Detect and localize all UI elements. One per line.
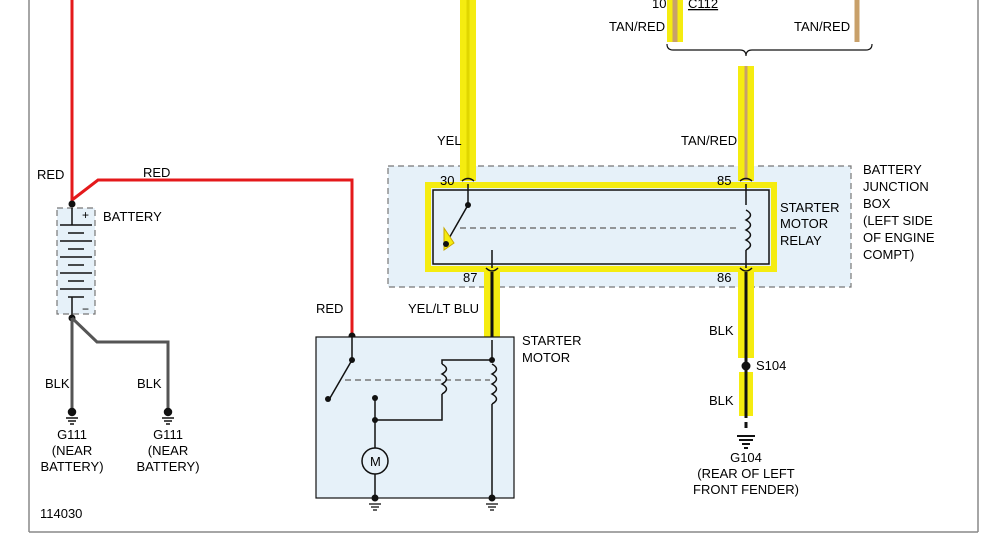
ground-g111-left-label-3: BATTERY) — [40, 459, 103, 474]
relay-pin-30: 30 — [440, 173, 454, 188]
relay-pin-86: 86 — [717, 270, 731, 285]
starter-grounds — [369, 503, 498, 511]
battery-label: BATTERY — [103, 209, 162, 224]
junction-box-label-line-6: COMPT) — [863, 247, 914, 262]
wire-label-tan-red-left: TAN/RED — [609, 19, 665, 34]
ground-g111-left-label-2: (NEAR — [52, 443, 92, 458]
motor-symbol-label: M — [370, 454, 381, 469]
battery-symbol: + − — [56, 207, 96, 318]
diagram-id: 114030 — [40, 506, 82, 521]
ground-g111-left-symbol — [66, 407, 78, 425]
wire-label-yel: YEL — [437, 133, 462, 148]
top-connector: 10 C112 TAN/RED TAN/RED — [609, 0, 873, 57]
wire-label-red-top: RED — [143, 165, 170, 180]
starter-motor-internals — [329, 337, 498, 498]
wire-cores — [466, 0, 748, 416]
wire-label-blk-g111-left: BLK — [45, 376, 70, 391]
relay-label-line-1: STARTER — [780, 200, 839, 215]
wire-label-red-starter: RED — [316, 301, 343, 316]
battery-minus: − — [82, 302, 89, 316]
splice-brace — [666, 43, 873, 57]
splice-s104-dot — [741, 361, 751, 371]
junction-box-label-line-4: (LEFT SIDE — [863, 213, 933, 228]
wire-label-tan-red-right: TAN/RED — [794, 19, 850, 34]
battery-plus: + — [82, 208, 89, 222]
wire-label-red-battery: RED — [37, 167, 64, 182]
junction-box-label-line-2: JUNCTION — [863, 179, 929, 194]
relay-pin-85: 85 — [717, 173, 731, 188]
red-wires — [70, 0, 354, 336]
ground-g104-label-3: FRONT FENDER) — [693, 482, 799, 497]
junction-box-label-line-3: BOX — [863, 196, 891, 211]
wire-label-blk-relay: BLK — [709, 323, 734, 338]
wire-label-tan-red: TAN/RED — [681, 133, 737, 148]
relay-label-line-3: RELAY — [780, 233, 822, 248]
starter-motor-label-line-2: MOTOR — [522, 350, 570, 365]
wire-label-blk-g111-right: BLK — [137, 376, 162, 391]
wire-label-yel-lt-blu: YEL/LT BLU — [408, 301, 479, 316]
starter-motor-box — [315, 336, 515, 499]
ground-g111-left-label-1: G111 — [57, 427, 87, 442]
ground-g104-symbol — [737, 435, 755, 449]
relay-label-line-2: MOTOR — [780, 216, 828, 231]
splice-s104-label: S104 — [756, 358, 786, 373]
starter-motor-relay-box — [425, 182, 777, 272]
junction-box-label-line-1: BATTERY — [863, 162, 922, 177]
ground-g111-right-label-1: G111 — [153, 427, 183, 442]
page-border — [28, 0, 979, 533]
ground-g111-right-label-2: (NEAR — [148, 443, 188, 458]
relay-internals — [447, 177, 753, 272]
relay-pin-87: 87 — [463, 270, 477, 285]
connector-c112-label: C112 — [688, 0, 718, 11]
battery-ground-wires — [70, 316, 170, 410]
wire-label-blk-s104: BLK — [709, 393, 734, 408]
ground-g111-right-label-3: BATTERY) — [136, 459, 199, 474]
ground-g111-right-symbol — [162, 407, 174, 425]
ground-g104-label-2: (REAR OF LEFT — [697, 466, 795, 481]
junction-box-label-line-5: OF ENGINE — [863, 230, 935, 245]
starter-motor-label-line-1: STARTER — [522, 333, 581, 348]
top-fragment-number: 10 — [652, 0, 666, 11]
ground-g104-label-1: G104 — [730, 450, 762, 465]
